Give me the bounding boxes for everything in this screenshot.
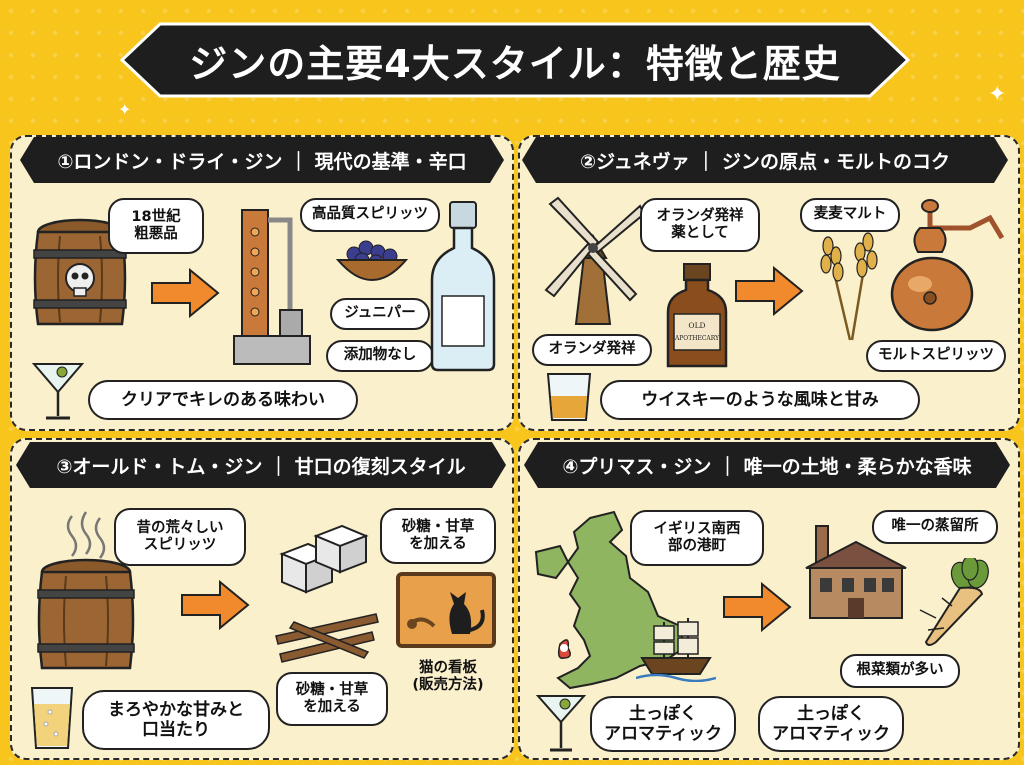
panel-header-london-dry: ①ロンドン・ドライ・ジン ｜ 現代の基準・辛口 [18, 135, 506, 185]
whisky-glass-icon [546, 373, 592, 421]
label-only-distillery: 唯一の蒸留所 [872, 510, 998, 544]
svg-text:APOTHECARY: APOTHECARY [674, 335, 720, 342]
sugar-cubes-icon [279, 524, 369, 594]
wheat-icon [820, 232, 878, 341]
label-taste-old-tom: まろやかな甘みと 口当たり [82, 690, 270, 750]
label-high-quality-spirits: 高品質スピリッツ [300, 198, 440, 232]
arrow-right-icon [735, 266, 804, 316]
highball-glass-icon [30, 687, 74, 749]
barrel-skull-icon [33, 218, 127, 326]
copper-pot-still-icon [890, 199, 1005, 332]
label-taste-plymouth-right: 土っぽく アロマティック [758, 696, 904, 752]
label-malt-spirits: モルトスピリッツ [866, 340, 1006, 372]
label-cat-sign: 猫の看板 (販売方法) [412, 659, 484, 693]
root-vegetables-icon [919, 558, 989, 646]
label-add-sugar-top: 砂糖・甘草 を加える [380, 508, 496, 564]
uk-map-icon [534, 510, 686, 690]
panel-header-genever: ②ジュネヴァ ｜ ジンの原点・モルトのコク [520, 135, 1010, 185]
arrow-right-icon [151, 268, 220, 318]
martini-glass-icon [31, 363, 85, 420]
martini-glass-icon [536, 695, 586, 752]
cat-sign-icon [396, 572, 496, 648]
label-18th-century: 18世紀 粗悪品 [108, 198, 204, 254]
arrow-right-icon [181, 580, 250, 630]
sparkle-icon: ✦ [118, 100, 132, 119]
label-juniper: ジュニパー [330, 298, 430, 330]
arrow-right-icon [723, 582, 792, 632]
licorice-sticks-icon [275, 613, 379, 663]
juniper-berries-icon [335, 240, 409, 281]
distillery-building-icon [805, 525, 907, 619]
title-banner-shape [120, 22, 910, 98]
panel-header-old-tom: ③オールド・トム・ジン ｜ 甘口の復刻スタイル [14, 440, 508, 490]
label-sw-port-town: イギリス南西 部の港町 [630, 510, 764, 566]
label-no-additives: 添加物なし [326, 340, 434, 372]
distillation-still-icon [233, 209, 311, 365]
windmill-icon [544, 196, 646, 325]
gin-bottle-icon [430, 201, 496, 372]
sailing-ship-icon [636, 618, 716, 682]
sparkle-icon: ✦ [988, 82, 1007, 107]
label-add-sugar-bottom: 砂糖・甘草 を加える [276, 672, 388, 726]
svg-text:OLD: OLD [688, 321, 705, 330]
panel-header-plymouth: ④プリマス・ジン ｜ 唯一の土地・柔らかな香味 [522, 440, 1012, 490]
label-dutch-origin: オランダ発祥 [532, 334, 652, 366]
label-old-rough-spirits: 昔の荒々しい スピリッツ [114, 508, 246, 566]
steaming-barrel-icon [37, 511, 135, 670]
label-taste-genever: ウイスキーのような風味と甘み [600, 380, 920, 420]
label-malt: 麦麦マルト [800, 198, 900, 232]
label-dutch-medicine: オランダ発祥 薬として [640, 198, 760, 252]
label-many-roots: 根菜類が多い [840, 654, 960, 688]
apothecary-bottle-icon: OLD APOTHECARY [666, 263, 728, 368]
title-banner: ジンの主要4大スタイル：特徴と歴史 [120, 22, 910, 98]
page-title: ジンの主要4大スタイル：特徴と歴史 [189, 41, 841, 86]
label-taste-plymouth-left: 土っぽく アロマティック [590, 696, 736, 752]
label-taste-london: クリアでキレのある味わい [88, 380, 358, 420]
